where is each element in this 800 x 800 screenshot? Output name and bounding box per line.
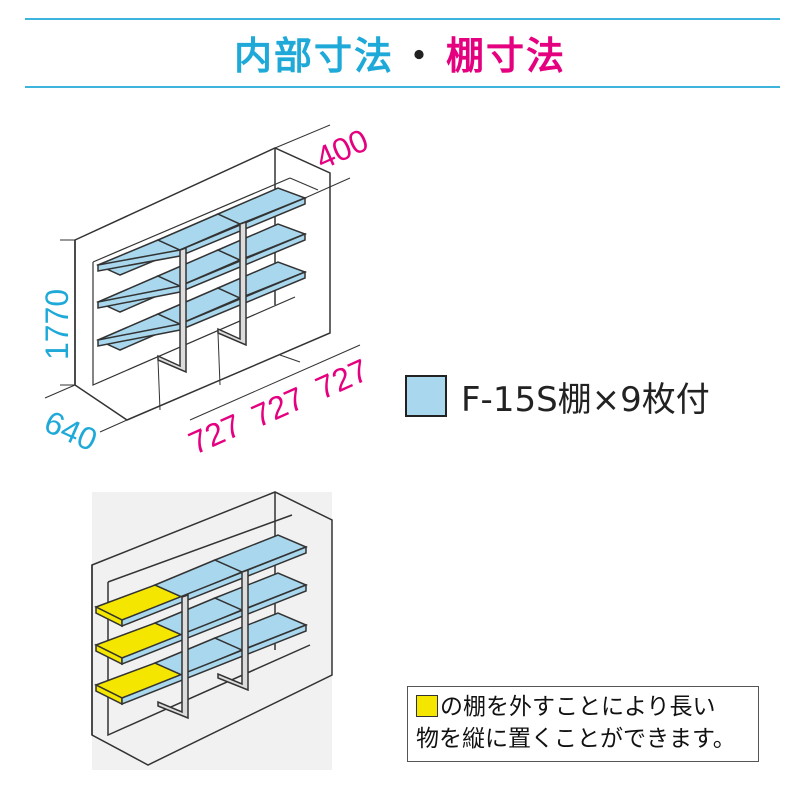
note-box: の棚を外すことにより長い 物を縦に置くことができます。 [407,686,759,762]
note-line-1: の棚を外すことにより長い [416,691,750,723]
height-1770-label: 1770 [39,289,75,360]
lower-posts [157,568,249,720]
title-separator: ・ [399,34,440,78]
note-line-2: 物を縦に置くことができます。 [416,726,736,752]
legend: F-15S棚×9枚付 [405,372,710,420]
shelves [96,187,308,351]
page-title: 内部寸法・棚寸法 [0,28,800,84]
title-shelf-dimensions: 棚寸法 [446,34,567,78]
note-text-1: の棚を外すことにより長い [440,694,716,720]
legend-blue-swatch [405,375,447,417]
bottom-rule [25,86,780,88]
lower-shelves [94,534,308,706]
width-727-label-1: 727 [183,407,246,462]
title-internal-dimensions: 内部寸法 [233,34,394,78]
top-rule [25,18,780,20]
width-727-label-2: 727 [246,380,309,435]
width-727-label-3: 727 [310,352,373,407]
cabinet-inner-lines [92,177,296,386]
depth-640-label: 640 [39,404,102,459]
lower-diagram [91,491,333,770]
dimension-lines [44,124,361,433]
yellow-swatch [416,695,438,717]
legend-text: F-15S棚×9枚付 [461,379,710,420]
